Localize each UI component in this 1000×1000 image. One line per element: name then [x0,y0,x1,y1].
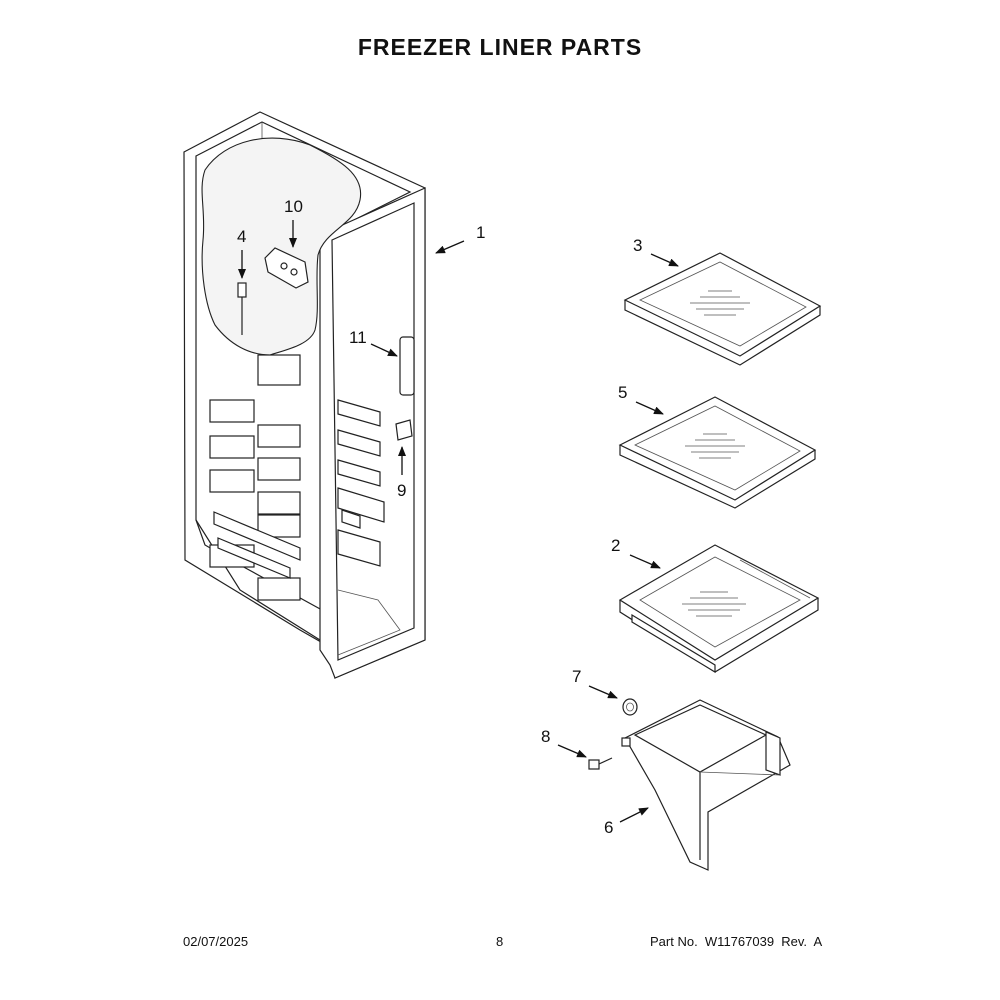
svg-text:3: 3 [633,236,642,255]
svg-text:2: 2 [611,536,620,555]
side-wall-cleats [337,399,385,567]
callout-1: 1 [435,223,485,254]
svg-text:7: 7 [572,667,581,686]
callout-2: 2 [611,536,661,569]
roller-part [622,698,638,716]
footer-date: 02/07/2025 [183,934,249,949]
glass-shelf-3 [623,252,822,366]
footer-page-number: 8 [496,934,504,949]
thermistor-part [237,282,247,335]
svg-text:8: 8 [541,727,550,746]
clip-part [395,419,413,441]
callout-11: 11 [349,328,398,357]
svg-text:10: 10 [284,197,303,216]
svg-text:5: 5 [618,383,627,402]
footer-part-number: Part No. W11767039 Rev. A [650,934,823,949]
callout-7: 7 [572,667,618,699]
callout-10: 10 [284,197,303,248]
callout-3: 3 [633,236,679,267]
page-title: FREEZER LINER PARTS [357,34,643,60]
svg-text:11: 11 [349,328,367,347]
svg-text:6: 6 [604,818,613,837]
callout-8: 8 [541,727,587,758]
glass-shelf-5 [618,396,817,509]
back-wall-cleats [209,354,301,601]
callout-9: 9 [397,446,406,500]
light-cover-part [399,336,415,396]
svg-text:9: 9 [397,481,406,500]
framed-shelf-2 [618,544,820,674]
callout-5: 5 [618,383,664,415]
svg-text:1: 1 [476,223,485,242]
callout-4: 4 [237,227,246,279]
svg-text:4: 4 [237,227,246,246]
freezer-pan [588,698,791,871]
damper-part [264,247,309,289]
freezer-liner [183,111,426,679]
screw-part [588,737,631,770]
callout-6: 6 [604,807,649,837]
